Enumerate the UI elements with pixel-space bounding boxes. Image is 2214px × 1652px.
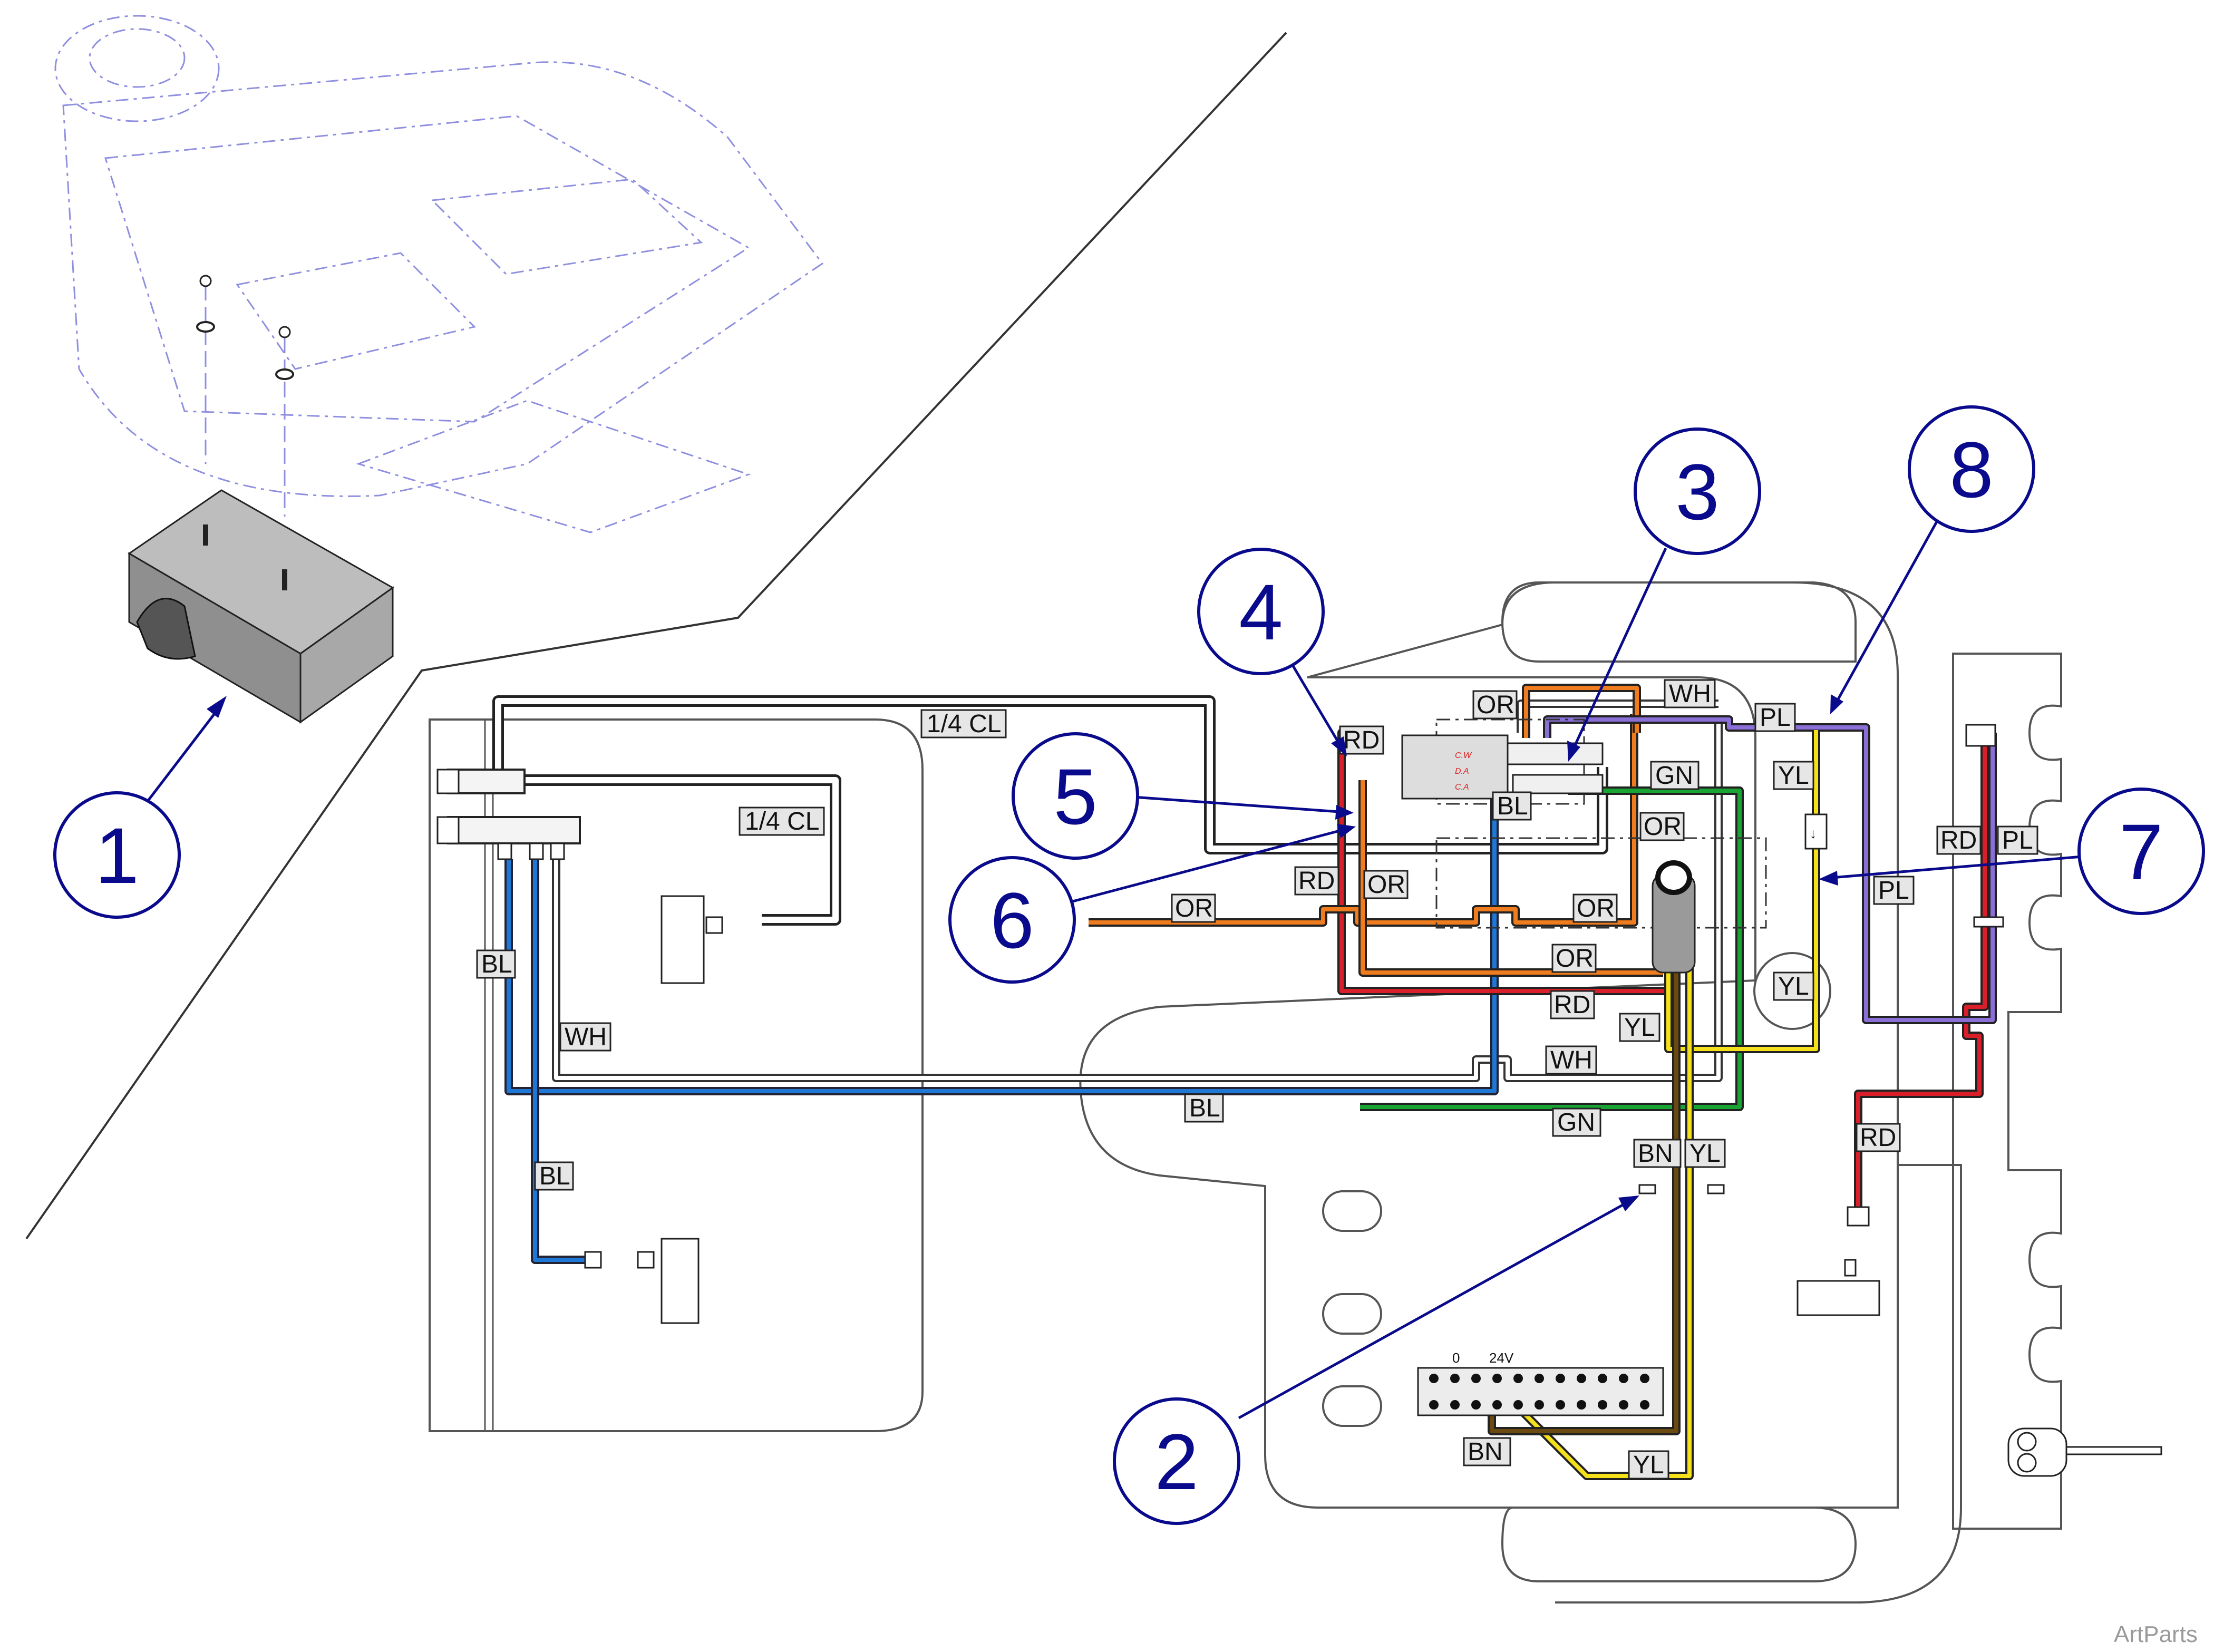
callout-7-number: 7 — [2119, 808, 2163, 896]
tag-rd-5: RD — [1860, 1124, 1896, 1152]
tag-or-5: OR — [1644, 813, 1682, 841]
valve-mark-ca: C.A — [1455, 783, 1469, 792]
tube-labels: 1/4 CL 1/4 CL BL BL BL BL WH WH WH RD RD… — [476, 679, 2038, 1480]
tag-bl-3: BL — [539, 1162, 570, 1190]
tag-or-6: OR — [1477, 691, 1514, 719]
reservoir-cylinder — [1652, 860, 1696, 974]
callout-5: 5 — [1012, 732, 1139, 860]
tag-yl-5: YL — [1633, 1451, 1664, 1479]
callout-2: 2 — [1113, 1397, 1240, 1525]
watermark: ArtParts — [2114, 1621, 2198, 1647]
left-lower-component — [661, 1238, 700, 1324]
tag-cl-1: 1/4 CL — [927, 710, 1001, 738]
tag-yl-4: YL — [1689, 1140, 1721, 1168]
tag-rd-4: RD — [1940, 827, 1977, 854]
terminal-label-24v: 24V — [1489, 1350, 1514, 1366]
callout-6-number: 6 — [990, 876, 1034, 965]
chair-base-ghost — [54, 15, 824, 533]
leader-lines — [147, 510, 2083, 1420]
tag-or-3: OR — [1556, 945, 1594, 973]
tag-rd-1: RD — [1343, 726, 1380, 754]
callout-7: 7 — [2077, 788, 2205, 915]
manifold-block — [436, 769, 581, 860]
callout-2-number: 2 — [1154, 1417, 1198, 1506]
callout-8: 8 — [1908, 405, 2035, 533]
tag-bn-1: BN — [1638, 1140, 1673, 1168]
bn-tube — [1488, 965, 1681, 1435]
tag-rd-3: RD — [1554, 991, 1590, 1019]
callout-3: 3 — [1634, 427, 1761, 555]
tag-wh-3: WH — [1669, 680, 1711, 708]
valve-mark-da: D.A — [1455, 767, 1469, 776]
tag-bl-2: BL — [1189, 1094, 1220, 1122]
callout-1: 1 — [53, 791, 181, 919]
tag-bl-4: BL — [1497, 792, 1528, 820]
callout-1-number: 1 — [95, 811, 139, 900]
right-mounting-plate — [1952, 653, 2062, 1530]
tag-or-1: OR — [1175, 895, 1213, 922]
svg-text:↓: ↓ — [1810, 825, 1817, 841]
callout-6: 6 — [948, 856, 1076, 984]
gn-tube — [1360, 786, 1744, 1111]
left-upper-component — [661, 895, 705, 984]
callout-5-number: 5 — [1053, 752, 1097, 841]
callout-3-number: 3 — [1675, 448, 1719, 536]
tag-pl-1: PL — [1760, 704, 1791, 732]
tag-bn-2: BN — [1468, 1438, 1503, 1466]
left-mounting-plate — [429, 718, 924, 1432]
tag-cl-2: 1/4 CL — [745, 808, 819, 835]
tag-yl-2: YL — [1778, 973, 1809, 1000]
tag-pl-2: PL — [1878, 877, 1909, 905]
tag-or-4: OR — [1577, 895, 1615, 922]
tag-wh-1: WH — [565, 1023, 607, 1051]
inset-cut-line — [25, 32, 1287, 1240]
inline-filter — [1804, 813, 1828, 850]
valve-mark-cw: C.W — [1455, 751, 1472, 760]
tag-yl-3: YL — [1624, 1014, 1655, 1042]
tag-gn-2: GN — [1557, 1109, 1595, 1136]
module-box — [128, 489, 394, 724]
callout-4: 4 — [1197, 548, 1325, 675]
tag-gn-1: GN — [1655, 762, 1693, 790]
cl-tubes — [492, 695, 1608, 926]
tag-bl-1: BL — [481, 950, 512, 978]
tag-wh-2: WH — [1550, 1046, 1592, 1074]
terminal-label-0: 0 — [1452, 1350, 1460, 1366]
callout-4-number: 4 — [1239, 568, 1283, 656]
tag-or-2: OR — [1367, 871, 1405, 899]
foot-control-knob — [2007, 1427, 2162, 1477]
valve-assembly: C.W D.A C.A — [1401, 718, 1604, 805]
tag-rd-2: RD — [1298, 867, 1335, 895]
tag-pl-3: PL — [2002, 827, 2033, 854]
callout-8-number: 8 — [1949, 425, 1993, 514]
terminal-strip: 0 24V — [1417, 1350, 1664, 1416]
right-lower-component — [1797, 1280, 1880, 1316]
tag-yl-1: YL — [1778, 762, 1809, 790]
